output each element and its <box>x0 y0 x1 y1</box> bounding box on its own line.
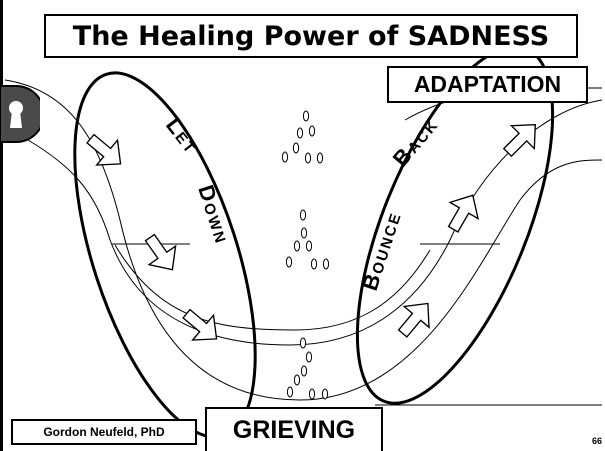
teardrop-icon <box>297 128 302 138</box>
bounce-back-word1: Bounce <box>357 208 406 294</box>
arrow-down-right-icon <box>80 126 131 176</box>
teardrop-icon <box>301 366 306 376</box>
keyhole-icon[interactable] <box>0 84 40 144</box>
teardrop-icon <box>282 152 287 162</box>
author-credit: Gordon Neufeld, PhD <box>11 419 197 445</box>
teardrop-icon <box>306 352 311 362</box>
teardrop-icon <box>311 259 316 269</box>
teardrop-icon <box>294 241 299 251</box>
arrow-down-right-icon <box>176 301 227 351</box>
author-credit-text: Gordon Neufeld, PhD <box>43 425 164 439</box>
bounce-back-word2: Back <box>388 112 443 171</box>
teardrop-icon <box>301 228 306 238</box>
band-outer-line <box>5 80 602 400</box>
tears-middle <box>286 210 328 269</box>
teardrop-icon <box>306 241 311 251</box>
teardrop-icon <box>303 111 308 121</box>
grieving-label-text: GRIEVING <box>233 416 355 445</box>
teardrop-icon <box>305 153 310 163</box>
teardrop-icon <box>322 389 327 399</box>
slide-title: The Healing Power of SADNESS <box>44 14 578 58</box>
teardrop-icon <box>286 257 291 267</box>
arrow-up-right-icon <box>390 293 440 344</box>
svg-text:Back: Back <box>388 112 443 171</box>
page-number: 66 <box>589 436 605 446</box>
svg-text:Bounce: Bounce <box>357 208 406 294</box>
arrow-up-right-icon <box>496 113 547 164</box>
teardrop-icon <box>287 387 292 397</box>
let-down-word2: Down <box>193 182 235 247</box>
tears-bottom <box>287 338 327 399</box>
teardrop-icon <box>317 153 322 163</box>
teardrop-icon <box>293 143 298 153</box>
adaptation-label: ADAPTATION <box>387 66 588 103</box>
arrow-down-right-icon <box>137 228 186 279</box>
teardrop-icon <box>309 126 314 136</box>
teardrop-icon <box>309 389 314 399</box>
teardrop-icon <box>300 338 305 348</box>
teardrop-icon <box>294 375 299 385</box>
svg-text:Down: Down <box>193 182 235 247</box>
adaptation-label-text: ADAPTATION <box>414 71 561 98</box>
slide-title-text: The Healing Power of SADNESS <box>73 21 549 52</box>
arrow-up-right-icon <box>439 187 487 237</box>
teardrop-icon <box>300 210 305 220</box>
grieving-label: GRIEVING <box>205 407 383 451</box>
teardrop-icon <box>323 259 328 269</box>
tears-top <box>282 111 322 163</box>
